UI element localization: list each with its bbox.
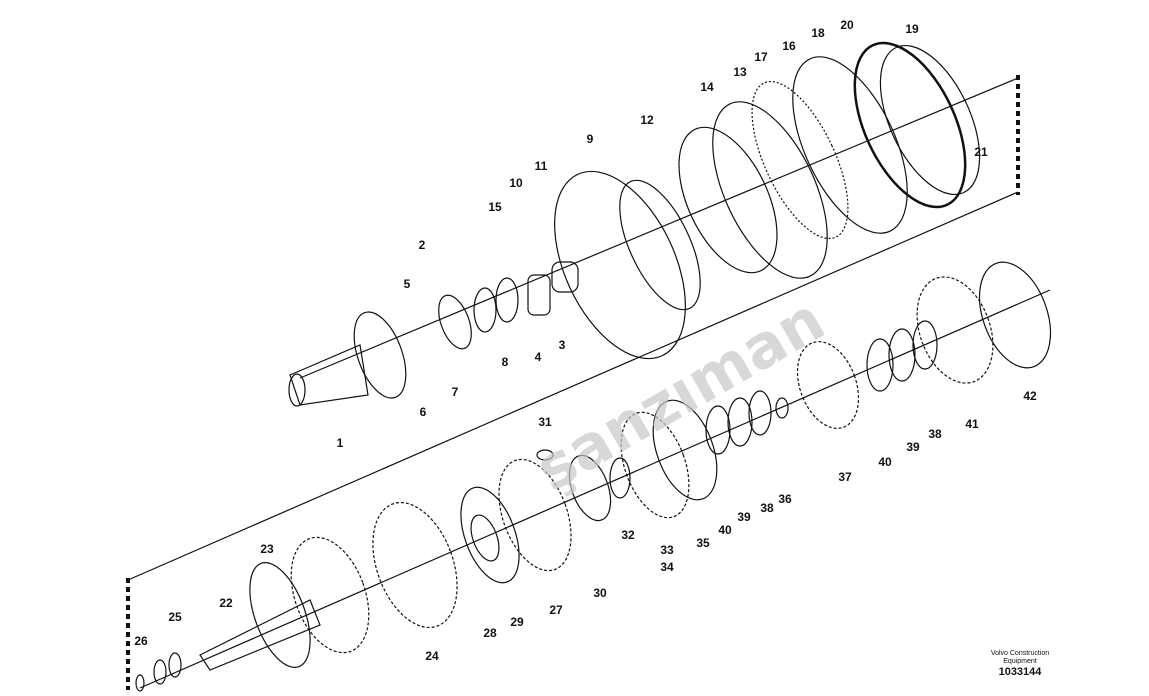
frame-line-bottom [127, 191, 1019, 581]
callout-35: 35 [696, 536, 710, 550]
callout-12: 12 [640, 113, 654, 127]
ring-gear-24 [372, 501, 458, 629]
ring-25b [168, 652, 182, 678]
gear-carrier [290, 536, 370, 654]
drum-19 [879, 44, 981, 196]
callout-30: 30 [593, 586, 607, 600]
snap-ring-26 [135, 674, 145, 692]
ring-8a [473, 287, 497, 333]
callout-6: 6 [419, 405, 427, 419]
disc-33-34 [620, 411, 690, 519]
spring-31 [536, 449, 554, 461]
callout-39: 39 [737, 510, 751, 524]
callout-21: 21 [974, 145, 988, 159]
shaft-1 [288, 344, 369, 407]
credit-line-1: Volvo Construction [990, 650, 1050, 657]
snap-ring-36 [775, 397, 789, 419]
ring-38 [748, 390, 772, 436]
axis-upper [299, 77, 1019, 379]
callout-40b: 40 [878, 455, 892, 469]
callout-19: 19 [905, 22, 919, 36]
snap-ring-42 [978, 261, 1052, 369]
callout-7: 7 [451, 385, 459, 399]
ring-13 [712, 101, 828, 279]
bearing-18 [792, 56, 908, 234]
ring-25a [153, 659, 167, 685]
callout-38: 38 [760, 501, 774, 515]
callout-4: 4 [534, 350, 542, 364]
callout-8: 8 [501, 355, 509, 369]
ring-38b [912, 320, 938, 370]
gear-16 [751, 80, 849, 240]
credit-text: Volvo Construction Equipment [985, 650, 1055, 666]
callout-20: 20 [840, 18, 854, 32]
callout-15: 15 [488, 200, 502, 214]
plate-35 [652, 399, 718, 501]
callout-23: 23 [260, 542, 274, 556]
callout-22: 22 [219, 596, 233, 610]
ring-29 [460, 486, 520, 584]
ring-20 [853, 41, 967, 209]
ring-40b [866, 338, 894, 392]
ring-40 [705, 405, 731, 455]
gear-41 [916, 276, 994, 384]
callout-18: 18 [811, 26, 825, 40]
callout-9: 9 [586, 132, 594, 146]
callout-38b: 38 [928, 427, 942, 441]
callout-31: 31 [538, 415, 552, 429]
sleeve-3 [551, 261, 579, 293]
callout-2: 2 [418, 238, 426, 252]
callout-16: 16 [782, 39, 796, 53]
piston-14 [678, 126, 778, 274]
needle-bearing-4 [527, 274, 551, 316]
bearing-30 [568, 454, 612, 522]
callout-42: 42 [1023, 389, 1037, 403]
callout-41: 41 [965, 417, 979, 431]
callout-1: 1 [336, 436, 344, 450]
snap-ring-23 [249, 562, 311, 668]
bearing-39b [888, 328, 916, 382]
callout-34: 34 [660, 560, 674, 574]
callout-17: 17 [754, 50, 768, 64]
flange-1 [353, 311, 407, 399]
ring-8b [495, 277, 519, 323]
callout-39b: 39 [906, 440, 920, 454]
housing-9 [554, 170, 686, 360]
callout-25: 25 [168, 610, 182, 624]
callout-32: 32 [621, 528, 635, 542]
callout-5: 5 [403, 277, 411, 291]
bearing-7 [438, 294, 472, 350]
callout-11: 11 [534, 159, 548, 173]
callout-13: 13 [733, 65, 747, 79]
document-number: 1033144 [998, 666, 1042, 678]
callout-24: 24 [425, 649, 439, 663]
ring-28 [470, 514, 500, 562]
callout-10: 10 [509, 176, 523, 190]
bearing-39 [727, 397, 753, 447]
callout-26: 26 [134, 634, 148, 648]
ring-12 [619, 179, 701, 311]
callout-37: 37 [838, 470, 852, 484]
shaft-22 [199, 599, 321, 671]
gear-27 [498, 458, 572, 572]
callout-29: 29 [510, 615, 524, 629]
credit-line-2: Equipment [1003, 658, 1037, 665]
hub-37 [796, 341, 860, 429]
callout-40: 40 [718, 523, 732, 537]
ring-32 [609, 457, 631, 499]
callout-3: 3 [558, 338, 566, 352]
callout-36: 36 [778, 492, 792, 506]
axis-lower [139, 289, 1051, 689]
callout-27: 27 [549, 603, 563, 617]
callout-28: 28 [483, 626, 497, 640]
callout-14: 14 [700, 80, 714, 94]
callout-33: 33 [660, 543, 674, 557]
